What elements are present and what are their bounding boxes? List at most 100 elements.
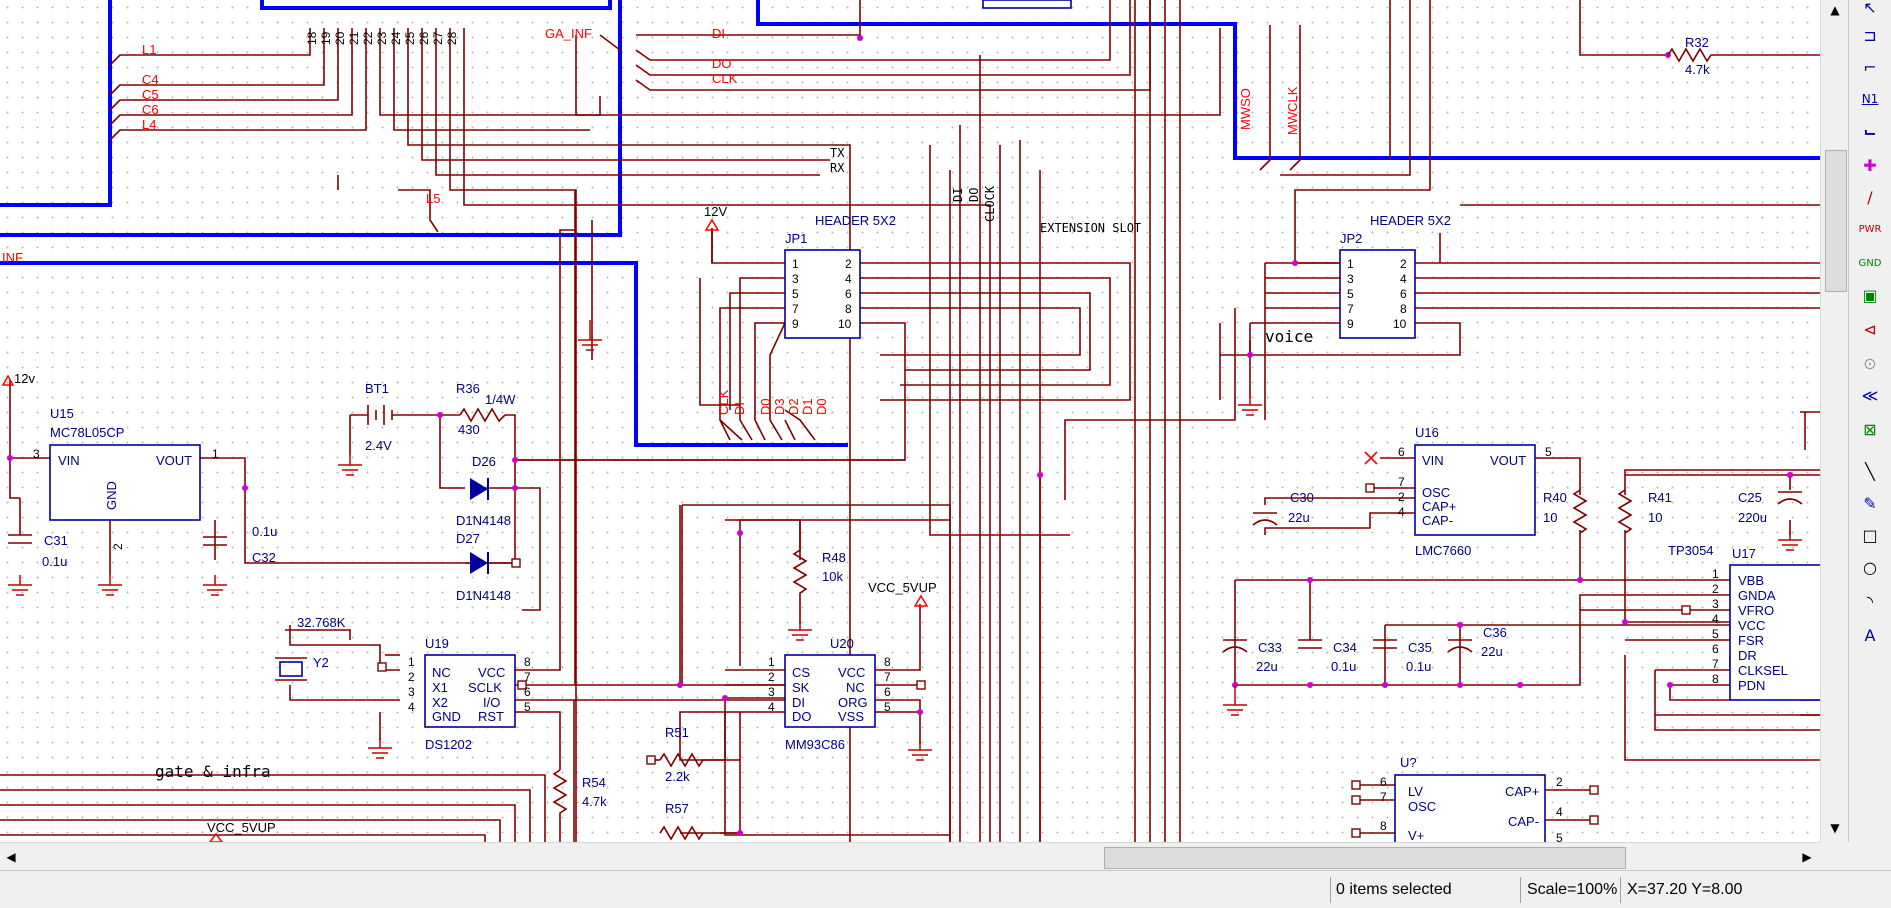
r57-resistor[interactable]: R57 — [659, 801, 704, 841]
c25-capacitor[interactable]: C25 220u — [1738, 490, 1803, 525]
top-pin-24: 24 — [389, 31, 403, 45]
bus-icon[interactable]: ⌙ — [1863, 121, 1877, 141]
svg-text:3: 3 — [408, 685, 415, 699]
no-connect-left-icon[interactable]: ≪ — [1861, 385, 1879, 405]
bt1-battery[interactable]: BT1 2.4V — [350, 381, 405, 453]
schematic-canvas[interactable]: 18 19 20 21 22 23 24 25 26 27 28 L1 C4 C… — [0, 0, 1848, 842]
r40-resistor[interactable]: R40 10 — [1543, 489, 1588, 534]
r51-resistor[interactable]: R51 2.2k — [646, 725, 725, 784]
svg-text:NC: NC — [846, 680, 865, 695]
svg-text:MC78L05CP: MC78L05CP — [50, 425, 124, 440]
vertical-scrollbar[interactable]: ▲ ▼ — [1820, 0, 1849, 842]
r36-resistor[interactable]: R36 1/4W 430 — [456, 381, 516, 437]
svg-text:8: 8 — [884, 655, 891, 669]
svg-text:PDN: PDN — [1738, 678, 1765, 693]
power-icon[interactable]: PWR — [1858, 223, 1882, 235]
top-pin-26: 26 — [417, 31, 431, 45]
ground-icon[interactable]: GND — [1858, 257, 1882, 269]
net-label-icon[interactable]: N1 — [1861, 92, 1879, 106]
wire-icon[interactable]: ⌐ — [1863, 57, 1877, 77]
svg-text:7: 7 — [1380, 790, 1387, 804]
net-label-di-v: DI — [732, 402, 747, 415]
arc-icon[interactable]: ◝ — [1866, 591, 1874, 611]
scroll-up-arrow-icon[interactable]: ▲ — [1824, 0, 1846, 20]
r32-resistor[interactable]: R32 4.7k — [1667, 35, 1730, 77]
d27-diode[interactable]: D27 D1N4148 — [456, 531, 521, 603]
scroll-down-arrow-icon[interactable]: ▼ — [1824, 818, 1846, 838]
d26-diode[interactable]: D26 D1N4148 — [456, 454, 511, 528]
part-icon[interactable]: ▣ — [1862, 285, 1878, 305]
c35-capacitor[interactable]: C35 0.1u — [1373, 639, 1432, 674]
junction-icon[interactable]: ✚ — [1863, 155, 1877, 175]
svg-text:JP1: JP1 — [785, 231, 807, 246]
svg-text:4.7k: 4.7k — [582, 794, 607, 809]
vertical-scroll-thumb[interactable] — [1825, 150, 1847, 292]
y2-crystal[interactable]: 32.768K Y2 — [275, 615, 346, 681]
rectangle-icon[interactable]: □ — [1862, 525, 1878, 545]
c34-capacitor[interactable]: C34 0.1u — [1298, 639, 1357, 674]
bus-lines[interactable] — [0, 0, 1820, 447]
ellipse-icon[interactable]: ○ — [1863, 557, 1877, 577]
svg-text:X2: X2 — [432, 695, 448, 710]
net-label-d1: D1 — [800, 398, 815, 415]
u19-ds1202[interactable]: U19 DS1202 1 2 3 4 NC X1 X2 GND 8 7 6 5 … — [377, 636, 531, 752]
c31-capacitor[interactable]: C31 0.1u — [8, 533, 68, 569]
text-icon[interactable]: A — [1864, 625, 1876, 645]
bus-entry-icon[interactable]: ∕ — [1867, 187, 1873, 207]
net-label-d0b: D0 — [814, 398, 829, 415]
line-icon[interactable]: ╲ — [1865, 461, 1875, 481]
jp1-header[interactable]: JP1 HEADER 5X2 1 3 5 7 9 2 4 6 8 10 — [784, 213, 896, 339]
net-label-mwso: MWSO — [1238, 88, 1253, 130]
select-arrow-icon[interactable]: ↖ — [1863, 0, 1877, 17]
horizontal-scroll-thumb[interactable] — [1104, 847, 1626, 869]
svg-text:7: 7 — [1712, 657, 1719, 671]
power-12v-left: 12v — [1, 371, 35, 386]
svg-text:GND: GND — [104, 481, 119, 510]
svg-text:OSC: OSC — [1408, 799, 1436, 814]
scroll-right-arrow-icon[interactable]: ▶ — [1796, 847, 1818, 867]
c36-capacitor[interactable]: C36 22u — [1447, 625, 1507, 659]
svg-text:NC: NC — [432, 665, 451, 680]
r54-resistor[interactable]: R54 4.7k — [552, 769, 607, 825]
svg-text:R48: R48 — [822, 550, 846, 565]
no-connect-icon[interactable]: ⊠ — [1863, 419, 1877, 439]
power-vcc-5vup-bottom: VCC_5VUP — [207, 820, 276, 842]
svg-text:U?: U? — [1400, 755, 1417, 770]
ground-symbols — [8, 320, 1802, 761]
off-page-icon[interactable]: ⊲ — [1863, 319, 1877, 339]
svg-text:VCC: VCC — [838, 665, 865, 680]
polyline-icon[interactable]: ✎ — [1863, 493, 1877, 513]
u17-tp3054[interactable]: TP3054 U17 1 2 3 4 5 6 7 8 VBB GNDA VFRO… — [1668, 543, 1831, 701]
c33-capacitor[interactable]: C33 22u — [1222, 639, 1282, 674]
port-icon[interactable]: ⊐ — [1863, 25, 1877, 45]
svg-text:4.7k: 4.7k — [1685, 62, 1710, 77]
svg-text:SCLK: SCLK — [468, 680, 502, 695]
c32-capacitor[interactable]: 0.1u C32 — [203, 524, 277, 565]
net-label-do-v: DO — [967, 188, 981, 202]
hierarchical-pin-icon[interactable]: ⊙ — [1863, 353, 1877, 373]
horizontal-scrollbar[interactable]: ◀ ▶ — [0, 842, 1820, 871]
svg-text:1: 1 — [768, 655, 775, 669]
r48-resistor[interactable]: R48 10k — [792, 549, 846, 600]
svg-text:C31: C31 — [44, 533, 68, 548]
svg-text:8: 8 — [1380, 819, 1387, 833]
wires[interactable] — [0, 0, 1820, 842]
u20-mm93c86[interactable]: U20 MM93C86 1 2 3 4 CS SK DI DO 8 7 6 5 … — [768, 636, 926, 752]
svg-text:1/4W: 1/4W — [485, 392, 516, 407]
cursor-coordinates: X=37.20 Y=8.00 — [1627, 881, 1743, 898]
top-pin-28: 28 — [445, 31, 459, 45]
u16-lmc7660[interactable]: U16 LMC7660 6 7 2 4 VIN OSC CAP+ CAP- 5 … — [1364, 425, 1552, 558]
svg-text:I/O: I/O — [483, 695, 500, 710]
svg-text:ORG: ORG — [838, 695, 868, 710]
u-unknown-chip[interactable]: U? 6 7 8 LV OSC V+ 2 4 5 CAP+ CAP- — [1351, 755, 1599, 842]
jp2-header[interactable]: JP2 HEADER 5X2 1 3 5 7 9 2 4 6 8 10 — [1339, 213, 1451, 339]
top-pin-19: 19 — [319, 31, 333, 45]
svg-text:VSS: VSS — [838, 709, 864, 724]
u15-regulator[interactable]: U15 MC78L05CP VIN VOUT GND 3 1 2 — [33, 406, 219, 550]
r41-resistor[interactable]: R41 10 — [1617, 489, 1672, 534]
svg-text:VBB: VBB — [1738, 573, 1764, 588]
scroll-left-arrow-icon[interactable]: ◀ — [0, 847, 22, 867]
c30-capacitor[interactable]: C30 22u — [1252, 490, 1314, 526]
schematic-drawing[interactable]: 18 19 20 21 22 23 24 25 26 27 28 L1 C4 C… — [0, 0, 1848, 842]
annotations: EXTENSION SLOT voice gate & infra — [155, 221, 1313, 781]
